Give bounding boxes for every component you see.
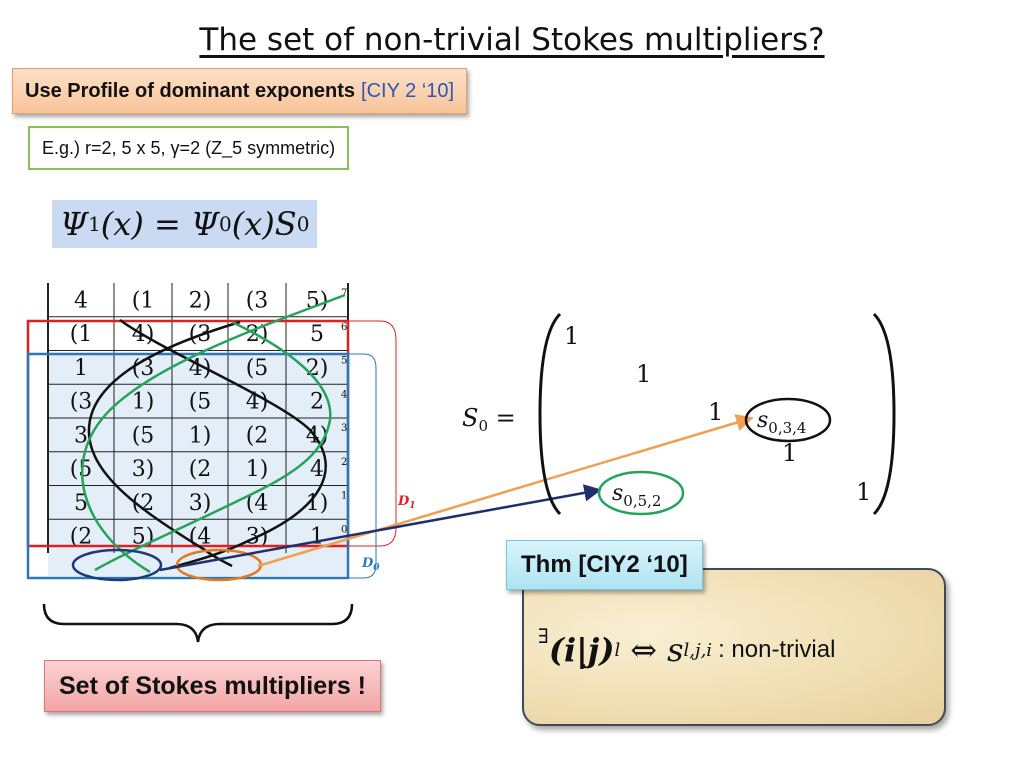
grid-cell: 1) [189,423,212,448]
row-index-labels: 7 6 5 4 3 2 1 0 [341,288,347,535]
grid-cell: 3 [74,423,88,448]
profile-callout: Use Profile of dominant exponents [CIY 2… [12,68,468,114]
theorem-rhs-sub: l,j,i [683,639,713,661]
row-index-label: 0 [341,524,347,535]
grid-cell: 4) [246,390,269,415]
grid-cell: 3) [189,491,212,516]
grid-cell: (2 [189,457,212,482]
matrix-one: 1 [564,322,579,350]
grid-cell: 3) [132,457,155,482]
curly-brace [42,603,354,643]
grid-cell: (3 [132,356,155,381]
row-index-label: 7 [341,288,347,299]
eq-lhs: Ψ [60,205,89,243]
grid-lines [47,283,349,553]
eq-mid-sub: 0 [219,212,232,236]
example-box: E.g.) r=2, 5 x 5, γ=2 (Z_5 symmetric) [28,126,350,170]
black-curve-b [87,320,241,568]
s052-ellipse [597,470,685,516]
grid-cell: (2 [246,423,269,448]
eq-lhs-sub: 1 [88,212,101,236]
navy-arrow [159,484,602,572]
matrix-entry-s034: s0,3,4 [757,408,806,437]
matrix-right-paren [872,312,896,516]
d1-label: D1 [397,494,416,511]
theorem-panel [522,568,946,726]
eq-rhs: (x)S [231,205,297,243]
grid-cell: (5 [189,390,212,415]
slide-title: The set of non-trivial Stokes multiplier… [199,22,825,58]
grid-cell: 5 [310,322,324,347]
d0-bracket [348,353,377,579]
grid-cell: 1 [74,356,88,381]
set-label: Set of Stokes multipliers ! [59,671,367,700]
theorem-title: Thm [CIY2 ‘10] [521,551,688,578]
grid-cell: (5 [70,457,93,482]
theorem-formula: ∃ (i|j) l ⇔ s l,j,i : non-trivial [538,620,835,680]
d0-label: D0 [361,556,380,573]
profile-label: Use Profile of dominant exponents [25,79,356,102]
s034-ellipse [744,397,832,443]
grid-cell: 2 [310,390,324,415]
grid-cell: 1) [132,390,155,415]
theorem-rhs: s [667,631,684,669]
black-curve-a [119,318,327,570]
matrix-lhs: S0 = [462,404,516,435]
d0-region-box [26,352,350,580]
d1-bracket [348,320,397,547]
grid-cell: (4 [246,491,269,516]
row-index-label: 1 [341,491,347,502]
row-index-label: 4 [341,389,347,400]
orange-arrow [257,414,754,568]
grid-cell: 4 [74,288,88,313]
grid-cell: (1 [70,322,93,347]
matrix-left-paren [538,312,562,516]
row-index-label: 5 [341,356,347,367]
theorem-title-box: Thm [CIY2 ‘10] [506,540,703,590]
iff-symbol: ⇔ [630,631,658,669]
grid-cell: 5 [74,491,88,516]
theorem-lhs-sub: l [614,639,621,661]
exists-symbol: ∃ [538,624,549,648]
matrix-entry-s052: s0,5,2 [612,481,661,510]
green-curve-a [94,320,332,572]
grid-cell: (3 [246,288,269,313]
grid-cell: 2) [189,288,212,313]
matrix-one: 1 [782,439,797,467]
example-text: E.g.) r=2, 5 x 5, γ=2 (Z_5 symmetric) [42,137,336,158]
matrix-ones: 1 1 1 1 1 [564,322,871,506]
theorem-lhs: (i|j) [548,631,615,669]
grid-cell: (2 [70,525,93,550]
grid-cell: (1 [132,288,155,313]
grid-cell: 2) [306,356,329,381]
matrix-one: 1 [636,360,651,388]
grid-cell: 1) [306,491,329,516]
profile-citation: [CIY 2 ‘10] [361,79,455,102]
row-index-label: 2 [341,457,347,468]
navy-ellipse [71,548,163,582]
grid-cell: (5 [246,356,269,381]
grid-cell: (3 [70,390,93,415]
green-curve-b [80,293,346,574]
row-index-label: 3 [341,423,347,434]
grid-cell: (5 [132,423,155,448]
matrix-one: 1 [708,398,723,426]
eq-rhs-sub: 0 [296,212,310,236]
grid-cell: 1) [246,457,269,482]
theorem-note: : non-trivial [718,636,836,663]
set-label-box: Set of Stokes multipliers ! [44,660,382,712]
row-index-label: 6 [341,322,347,333]
grid-cell: 4 [310,457,324,482]
grid-cell: (2 [132,491,155,516]
eq-mid: (x) = Ψ [100,205,220,243]
matrix-one: 1 [856,478,871,506]
d0-fill [48,354,348,576]
